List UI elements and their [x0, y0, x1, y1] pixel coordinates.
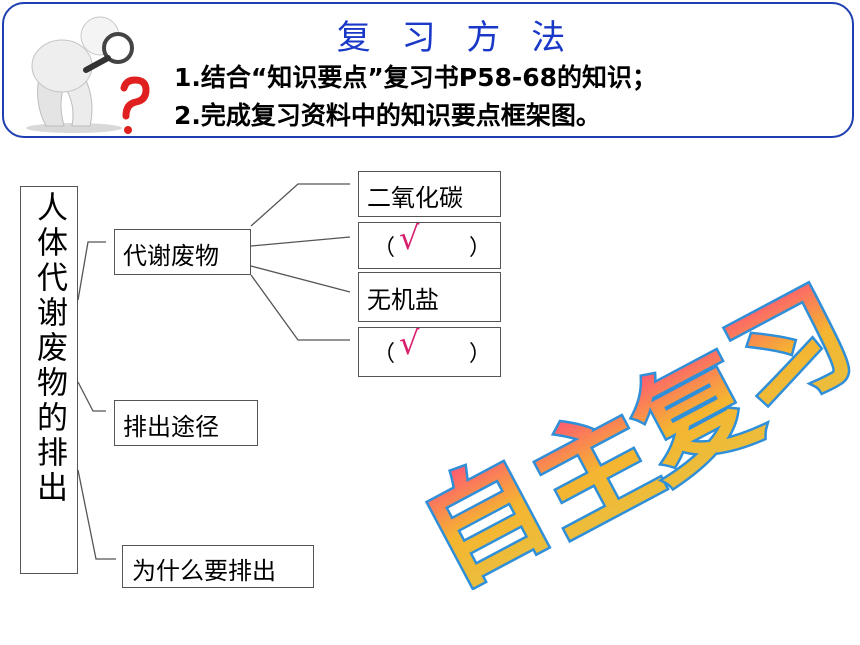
magnifier-figure-icon — [26, 16, 150, 134]
branch-metabolic-waste: 代谢废物 — [114, 229, 251, 275]
check-mark-icon: √ — [399, 324, 420, 362]
open-paren: （ — [373, 342, 396, 367]
branch-excretion-routes: 排出途径 — [114, 400, 258, 446]
open-paren: （ — [373, 236, 396, 261]
branch-label: 代谢废物 — [123, 242, 219, 270]
branch-why-excrete: 为什么要排出 — [122, 545, 314, 588]
item-carbon-dioxide: 二氧化碳 — [358, 171, 501, 217]
branch-label: 为什么要排出 — [132, 557, 276, 585]
blank-answer-2: （ √ ） — [358, 324, 501, 377]
self-review-wordart: 自 主 复 习 — [420, 270, 860, 590]
check-mark-icon: √ — [399, 219, 420, 257]
close-paren: ） — [469, 342, 492, 367]
close-paren: ） — [469, 236, 492, 261]
method-line-2: 2.完成复习资料中的知识要点框架图。 — [174, 101, 601, 130]
branch-label: 排出途径 — [123, 413, 219, 441]
method-banner: 复 习 方 法 1.结合“知识要点”复习书P58-68的知识； 2.完成复习资料… — [2, 2, 854, 138]
root-node: 人体代谢废物的排出 — [20, 186, 78, 574]
item-inorganic-salt: 无机盐 — [358, 272, 501, 322]
blank-answer-1: （ √ ） — [358, 219, 501, 269]
method-line-1: 1.结合“知识要点”复习书P58-68的知识； — [174, 63, 658, 92]
item-label: 无机盐 — [367, 286, 439, 314]
item-label: 二氧化碳 — [367, 184, 463, 212]
root-label: 人体代谢废物的排出 — [31, 191, 67, 506]
banner-title: 复 习 方 法 — [336, 18, 576, 58]
